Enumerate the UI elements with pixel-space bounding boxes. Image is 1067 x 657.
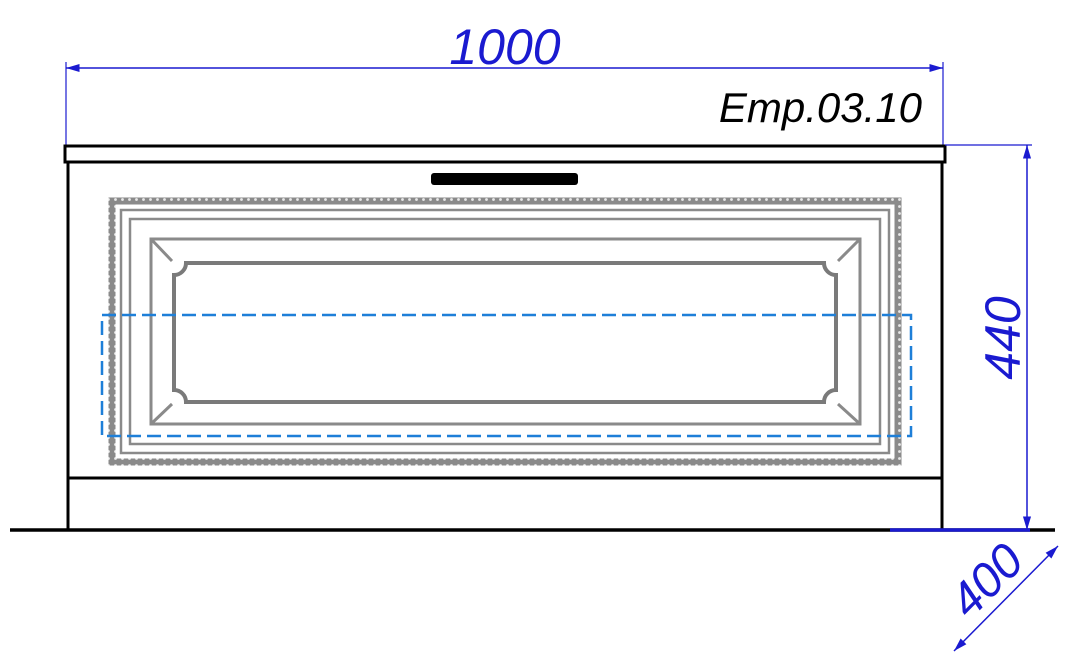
inner-panel <box>172 261 838 404</box>
height-dimension: 440 <box>945 144 1032 530</box>
countertop <box>63 144 947 164</box>
width-value: 1000 <box>449 19 560 75</box>
model-label: Emp.03.10 <box>719 84 923 131</box>
drawer-front-frame <box>108 197 902 466</box>
depth-value: 400 <box>940 534 1034 628</box>
width-dimension: 1000 <box>65 19 944 145</box>
hidden-drawer-outline <box>100 313 913 438</box>
depth-dimension: 400 <box>940 534 1059 652</box>
cabinet <box>63 144 947 530</box>
height-value: 440 <box>975 296 1031 380</box>
drawer-handle <box>431 173 578 185</box>
